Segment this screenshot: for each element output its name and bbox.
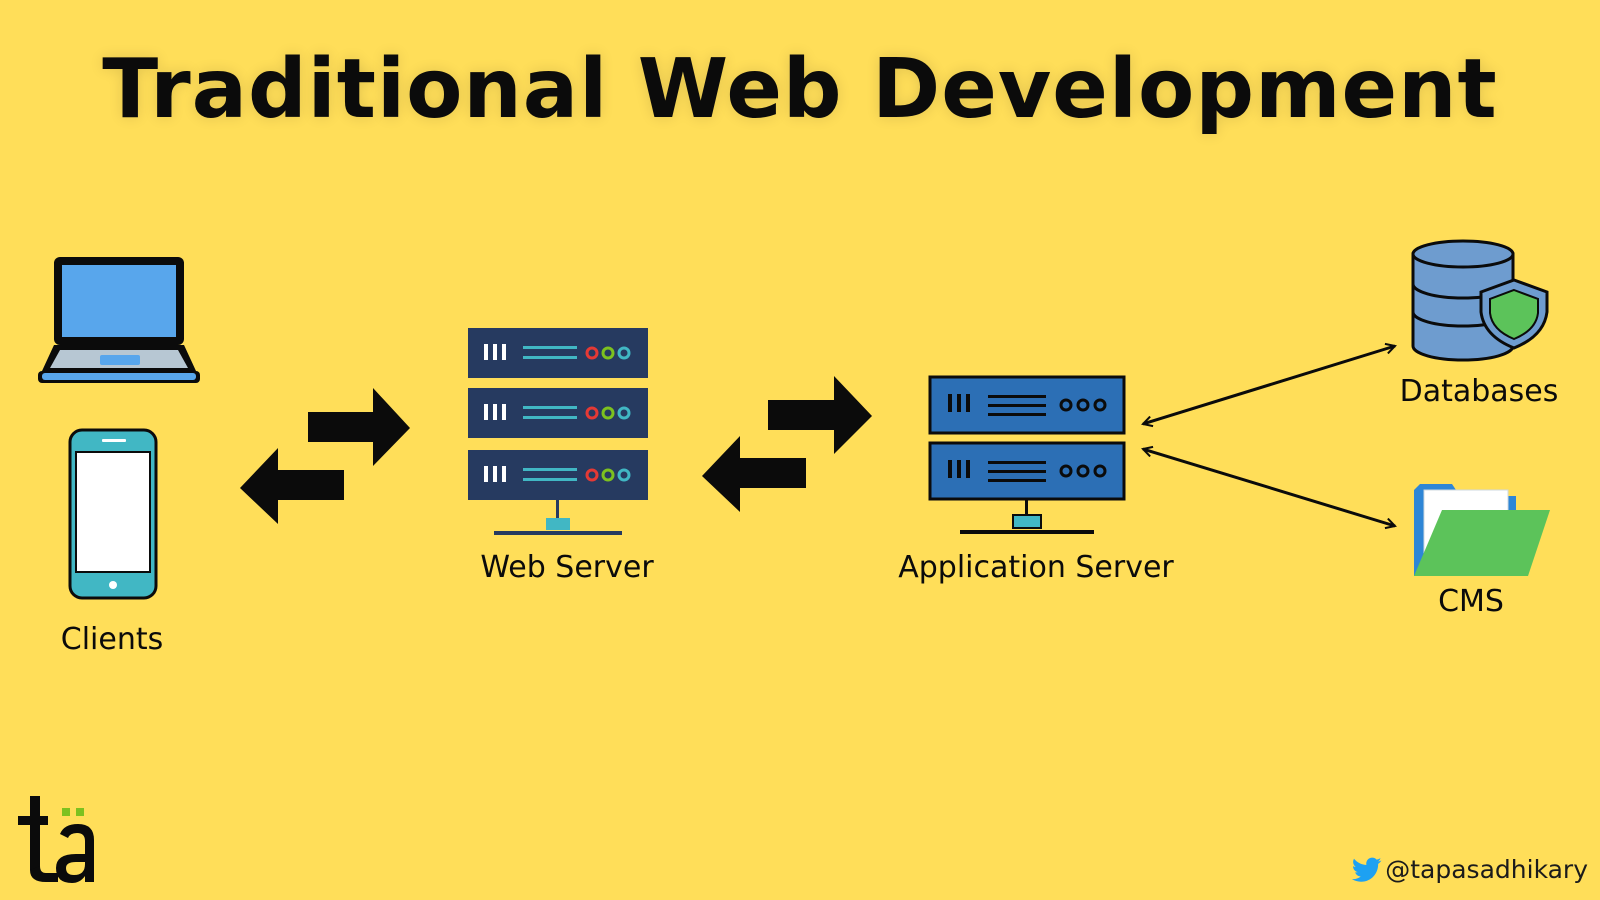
clients-label: Clients — [60, 622, 164, 657]
arrow-app-databases — [1143, 346, 1395, 424]
laptop-icon — [38, 257, 200, 383]
ta-logo: tä — [18, 796, 94, 883]
twitter-handle[interactable]: @tapasadhikary — [1352, 855, 1588, 884]
databases-label: Databases — [1399, 374, 1559, 409]
smartphone-icon — [68, 428, 158, 600]
web-server-icon — [468, 328, 648, 535]
page-title: Traditional Web Development — [102, 42, 1498, 137]
arrow-app-cms — [1143, 449, 1395, 526]
application-server-label: Application Server — [898, 550, 1174, 585]
folder-icon — [1414, 484, 1550, 576]
cms-label: CMS — [1438, 584, 1504, 619]
application-server-icon — [928, 375, 1126, 534]
bidirectional-arrows-icon — [240, 388, 410, 524]
web-server-label: Web Server — [480, 550, 654, 585]
handle-text: @tapasadhikary — [1385, 855, 1588, 884]
database-icon — [1411, 239, 1549, 362]
twitter-bird-icon — [1352, 857, 1382, 882]
bidirectional-arrows-icon — [702, 376, 872, 512]
